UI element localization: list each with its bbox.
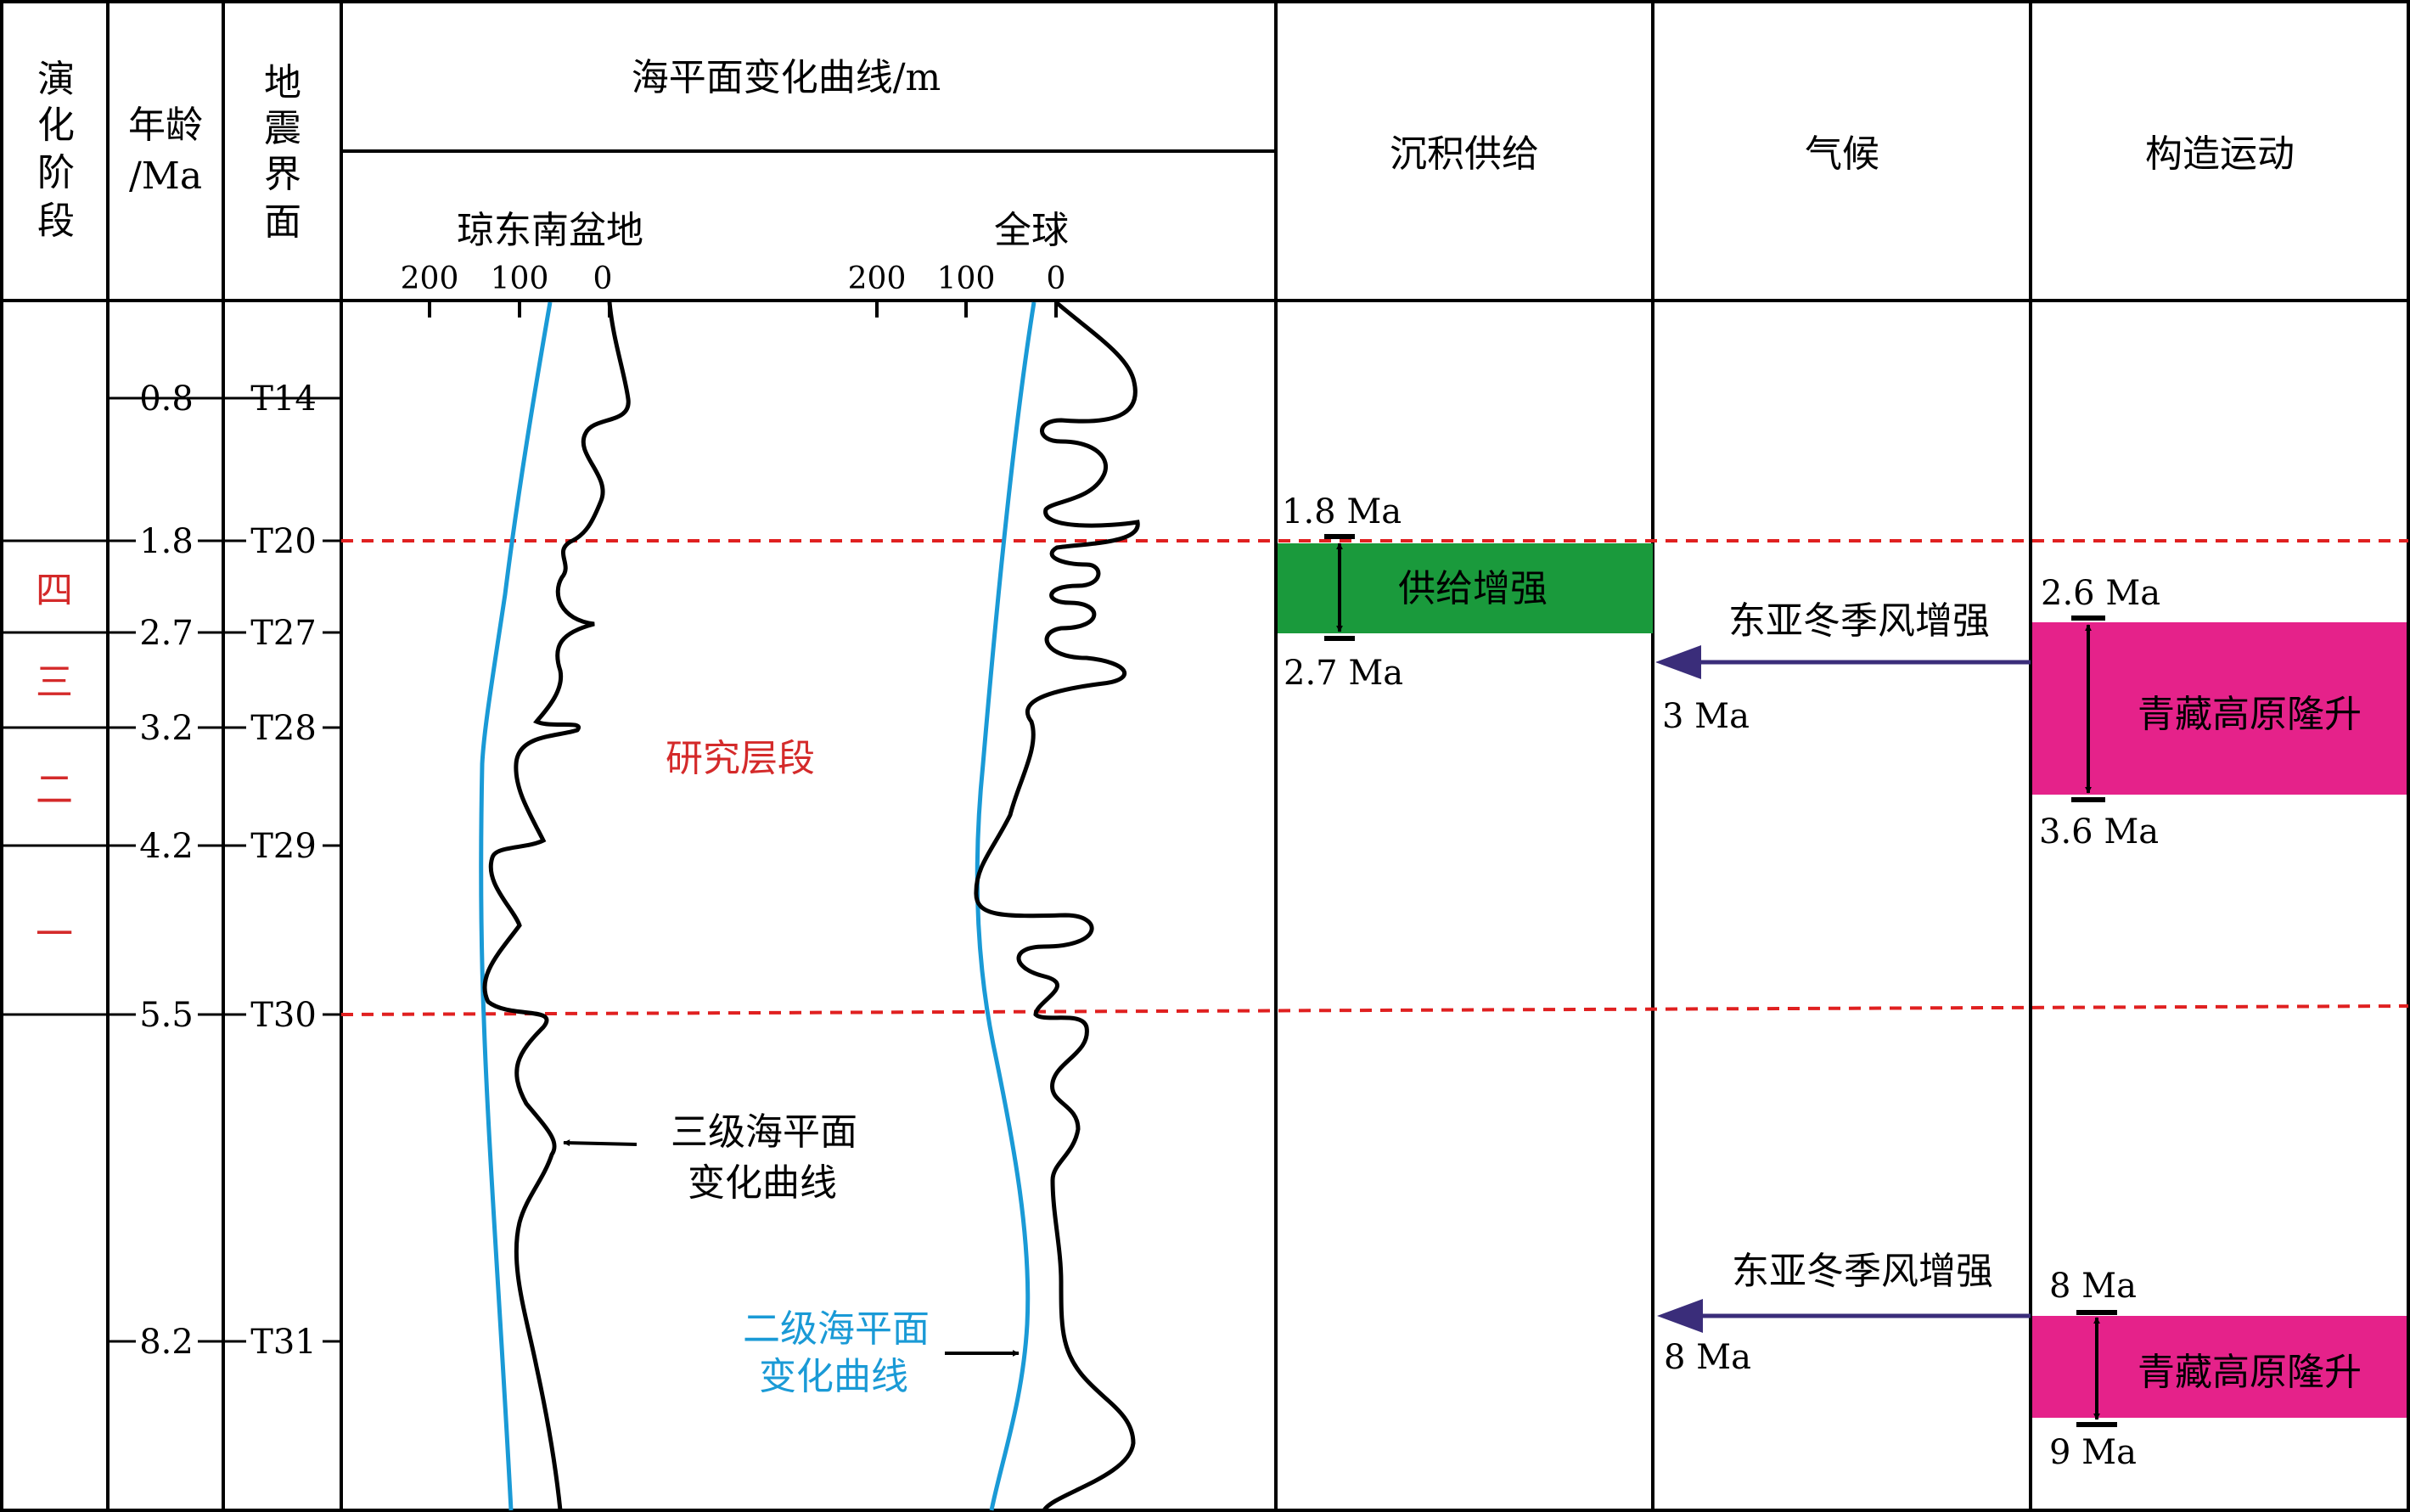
second-order-label: 二级海平面 xyxy=(743,1307,930,1351)
header-seismic-char: 面 xyxy=(264,200,301,244)
basin-third-order-curve xyxy=(482,301,631,1511)
tectonic-event-label: 青藏高原隆升 xyxy=(2138,1351,2362,1394)
header-stage-char: 演 xyxy=(37,58,75,101)
header-age-line: 年龄 xyxy=(128,104,203,147)
tectonic-event-2: 青藏高原隆升 8 Ma 9 Ma xyxy=(2032,1267,2407,1472)
tectonic-event-1: 青藏高原隆升 2.6 Ma 3.6 Ma xyxy=(2032,574,2407,852)
study-interval-label: 研究层段 xyxy=(666,737,815,780)
header-stage-char: 化 xyxy=(37,104,75,147)
sediment-event-top: 1.8 Ma xyxy=(1282,492,1402,531)
horizon-age: 3.2 xyxy=(139,709,194,748)
header-tectonic: 构造运动 xyxy=(2145,132,2295,176)
header-sea-level: 海平面变化曲线/m xyxy=(632,56,941,99)
basin-tick-label: 100 xyxy=(491,261,549,296)
global-second-order-curve xyxy=(975,301,1036,1511)
stage-label: 三 xyxy=(36,660,73,704)
horizon-age: 1.8 xyxy=(139,522,194,561)
header-stage-char: 阶 xyxy=(37,151,75,194)
tectonic-event-label: 青藏高原隆升 xyxy=(2138,693,2362,736)
second-order-label: 变化曲线 xyxy=(759,1355,908,1398)
header-seismic-char: 震 xyxy=(264,107,301,150)
sediment-event-bottom: 2.7 Ma xyxy=(1284,654,1403,693)
header-global: 全球 xyxy=(994,209,1069,252)
header-seismic-char: 地 xyxy=(264,61,301,104)
horizon-name: T29 xyxy=(250,827,317,866)
header-stage: 演 化 阶 段 xyxy=(37,58,75,243)
header-climate: 气候 xyxy=(1805,132,1879,176)
tectonic-event-bottom: 9 Ma xyxy=(2049,1433,2137,1472)
climate-event-age: 8 Ma xyxy=(1664,1338,1751,1377)
horizon-name: T27 xyxy=(250,614,317,653)
climate-event-2: 东亚冬季风增强 8 Ma xyxy=(1657,1250,2031,1377)
horizon-name: T31 xyxy=(250,1323,317,1362)
header-seismic-char: 界 xyxy=(264,153,301,196)
stage-labels: 四 三 二 一 xyxy=(36,569,73,956)
header-sediment: 沉积供给 xyxy=(1390,132,1539,176)
stage-label: 二 xyxy=(36,768,73,812)
header-age-line: /Ma xyxy=(129,155,202,198)
horizon-age: 0.8 xyxy=(139,379,194,419)
climate-event-1: 东亚冬季风增强 3 Ma xyxy=(1655,599,2031,736)
climate-event-age: 3 Ma xyxy=(1662,697,1750,736)
horizon-age: 5.5 xyxy=(139,996,194,1035)
climate-arrow-head xyxy=(1657,1299,1703,1333)
tectonic-event-top: 2.6 Ma xyxy=(2041,574,2160,613)
horizon-age: 2.7 xyxy=(139,614,194,653)
basin-scale: 200 100 0 xyxy=(401,261,613,296)
tectonic-event-bar xyxy=(2032,622,2407,795)
horizon-age: 4.2 xyxy=(139,827,194,866)
basin-second-order-curve xyxy=(479,301,553,1511)
climate-event-label: 东亚冬季风增强 xyxy=(1732,1250,1993,1293)
tectonic-event-bottom: 3.6 Ma xyxy=(2039,812,2159,852)
horizon-name: T28 xyxy=(250,709,317,748)
climate-event-label: 东亚冬季风增强 xyxy=(1728,599,1990,643)
horizon-name: T14 xyxy=(250,379,317,419)
global-tick-label: 200 xyxy=(848,261,907,296)
global-tick-label: 100 xyxy=(937,261,996,296)
third-order-label: 变化曲线 xyxy=(688,1161,837,1205)
stage-label: 四 xyxy=(36,569,73,612)
stage-dividers xyxy=(2,539,108,1016)
third-order-label: 三级海平面 xyxy=(671,1110,857,1154)
global-third-order-curve xyxy=(974,301,1140,1512)
scale-ticks xyxy=(428,301,1058,318)
climate-arrow-head xyxy=(1655,645,1701,679)
basin-tick-label: 0 xyxy=(593,261,613,296)
tectonic-event-top: 8 Ma xyxy=(2049,1267,2137,1306)
third-order-annotation: 三级海平面 变化曲线 xyxy=(563,1110,857,1205)
horizon-age: 8.2 xyxy=(139,1323,194,1362)
sediment-event-label: 供给增强 xyxy=(1398,567,1548,610)
horizons: 0.8 T14 1.8 T20 2.7 T27 3.2 T28 4.2 T29 5.5 T30 8.2 T… xyxy=(108,379,341,1362)
header-basin: 琼东南盆地 xyxy=(457,209,643,252)
header-stage-char: 段 xyxy=(37,200,75,243)
study-interval-lines xyxy=(340,539,2409,1016)
header-age: 年龄 /Ma xyxy=(128,104,203,198)
horizon-name: T20 xyxy=(250,522,317,561)
sediment-event: 供给增强 1.8 Ma 2.7 Ma xyxy=(1278,492,1653,693)
horizon-name: T30 xyxy=(250,996,317,1035)
global-scale: 200 100 0 xyxy=(848,261,1066,296)
header-seismic: 地 震 界 面 xyxy=(264,61,301,244)
basin-tick-label: 200 xyxy=(401,261,459,296)
stage-label: 一 xyxy=(36,913,73,956)
second-order-annotation: 二级海平面 变化曲线 xyxy=(743,1307,1020,1398)
global-tick-label: 0 xyxy=(1047,261,1066,296)
